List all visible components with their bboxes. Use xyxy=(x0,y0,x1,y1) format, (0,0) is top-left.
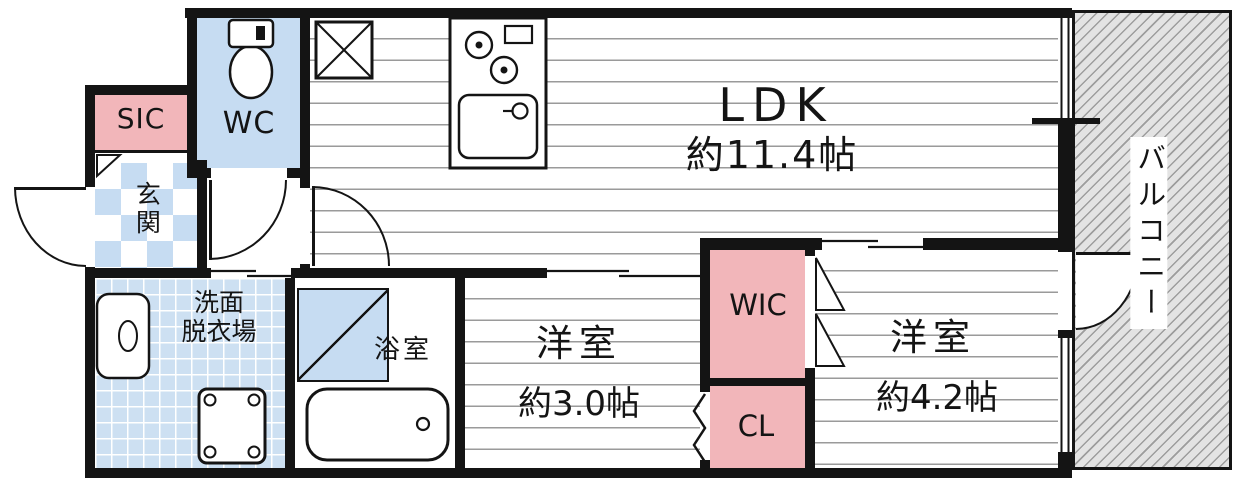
wall-wc-ldk xyxy=(300,8,310,178)
wall-sic-wc xyxy=(187,8,197,178)
label-washroom-line2: 脱衣場 xyxy=(181,316,257,346)
room-wic xyxy=(710,250,805,378)
wall-h2-left xyxy=(700,238,822,250)
label-bedroom-small: 洋室 xyxy=(536,322,622,365)
room-cl xyxy=(710,386,805,468)
label-sic: SIC xyxy=(116,102,166,135)
wall-h2-right xyxy=(923,238,1072,250)
wall-sic-top xyxy=(85,85,197,95)
wall-right-mid xyxy=(1058,330,1072,338)
room-wc xyxy=(197,18,300,168)
room-sic xyxy=(95,95,187,150)
label-balcony: バルコニー xyxy=(1130,137,1168,329)
wall-hall-ldk-top xyxy=(300,178,310,188)
wall-bedroom-wic-upper xyxy=(700,238,710,392)
wall-left-lower xyxy=(85,267,95,478)
wall-h1-left xyxy=(85,268,211,278)
room-ldk xyxy=(310,18,1058,268)
sliding-door-ldk-bedroom-small xyxy=(547,269,700,278)
label-washroom: 洗面 脱衣場 xyxy=(181,288,257,347)
bathroom-door-icon xyxy=(297,288,389,382)
wall-bathroom-bedroom xyxy=(455,278,465,468)
wall-sic-sill xyxy=(85,150,197,153)
label-bedroom-large: 洋室 xyxy=(890,316,976,359)
wall-right-lower xyxy=(1058,452,1072,478)
wall-cl-bedroom xyxy=(805,368,815,468)
room-bedroom-small xyxy=(465,278,700,468)
label-wc: WC xyxy=(222,106,276,141)
label-bedroom-large-size: 約4.2帖 xyxy=(875,378,999,418)
label-bedroom-small-size: 約3.0帖 xyxy=(517,384,641,424)
label-ldk-size: 約11.4帖 xyxy=(685,133,859,177)
wall-top xyxy=(185,8,1072,18)
wall-h1-mid xyxy=(291,268,547,278)
label-wic: WIC xyxy=(729,288,787,322)
wall-right-upper xyxy=(1058,118,1072,252)
wall-bedroom-wic-lower xyxy=(700,460,710,468)
wall-washroom-bathroom xyxy=(285,278,295,468)
wall-left-upper xyxy=(85,85,95,187)
label-washroom-line1: 洗面 xyxy=(193,288,245,317)
label-bathroom: 浴室 xyxy=(373,335,433,365)
label-genkan: 玄関 xyxy=(132,181,162,237)
label-cl: CL xyxy=(737,409,775,443)
wall-wic-cl xyxy=(700,378,805,386)
sliding-door-hall-washroom xyxy=(211,269,291,278)
wall-wc-bottom-right xyxy=(287,168,310,178)
label-ldk: LDK xyxy=(718,78,834,132)
entrance-door-arc-icon xyxy=(14,187,86,267)
wall-wic-bedroom-top xyxy=(805,238,815,256)
window-balcony-bottom xyxy=(1060,338,1070,452)
room-bedroom-large xyxy=(815,250,1058,468)
wall-bottom xyxy=(85,468,1072,478)
wall-genkan-hall xyxy=(197,160,207,268)
room-genkan xyxy=(95,163,197,268)
window-balcony-top xyxy=(1060,18,1070,118)
